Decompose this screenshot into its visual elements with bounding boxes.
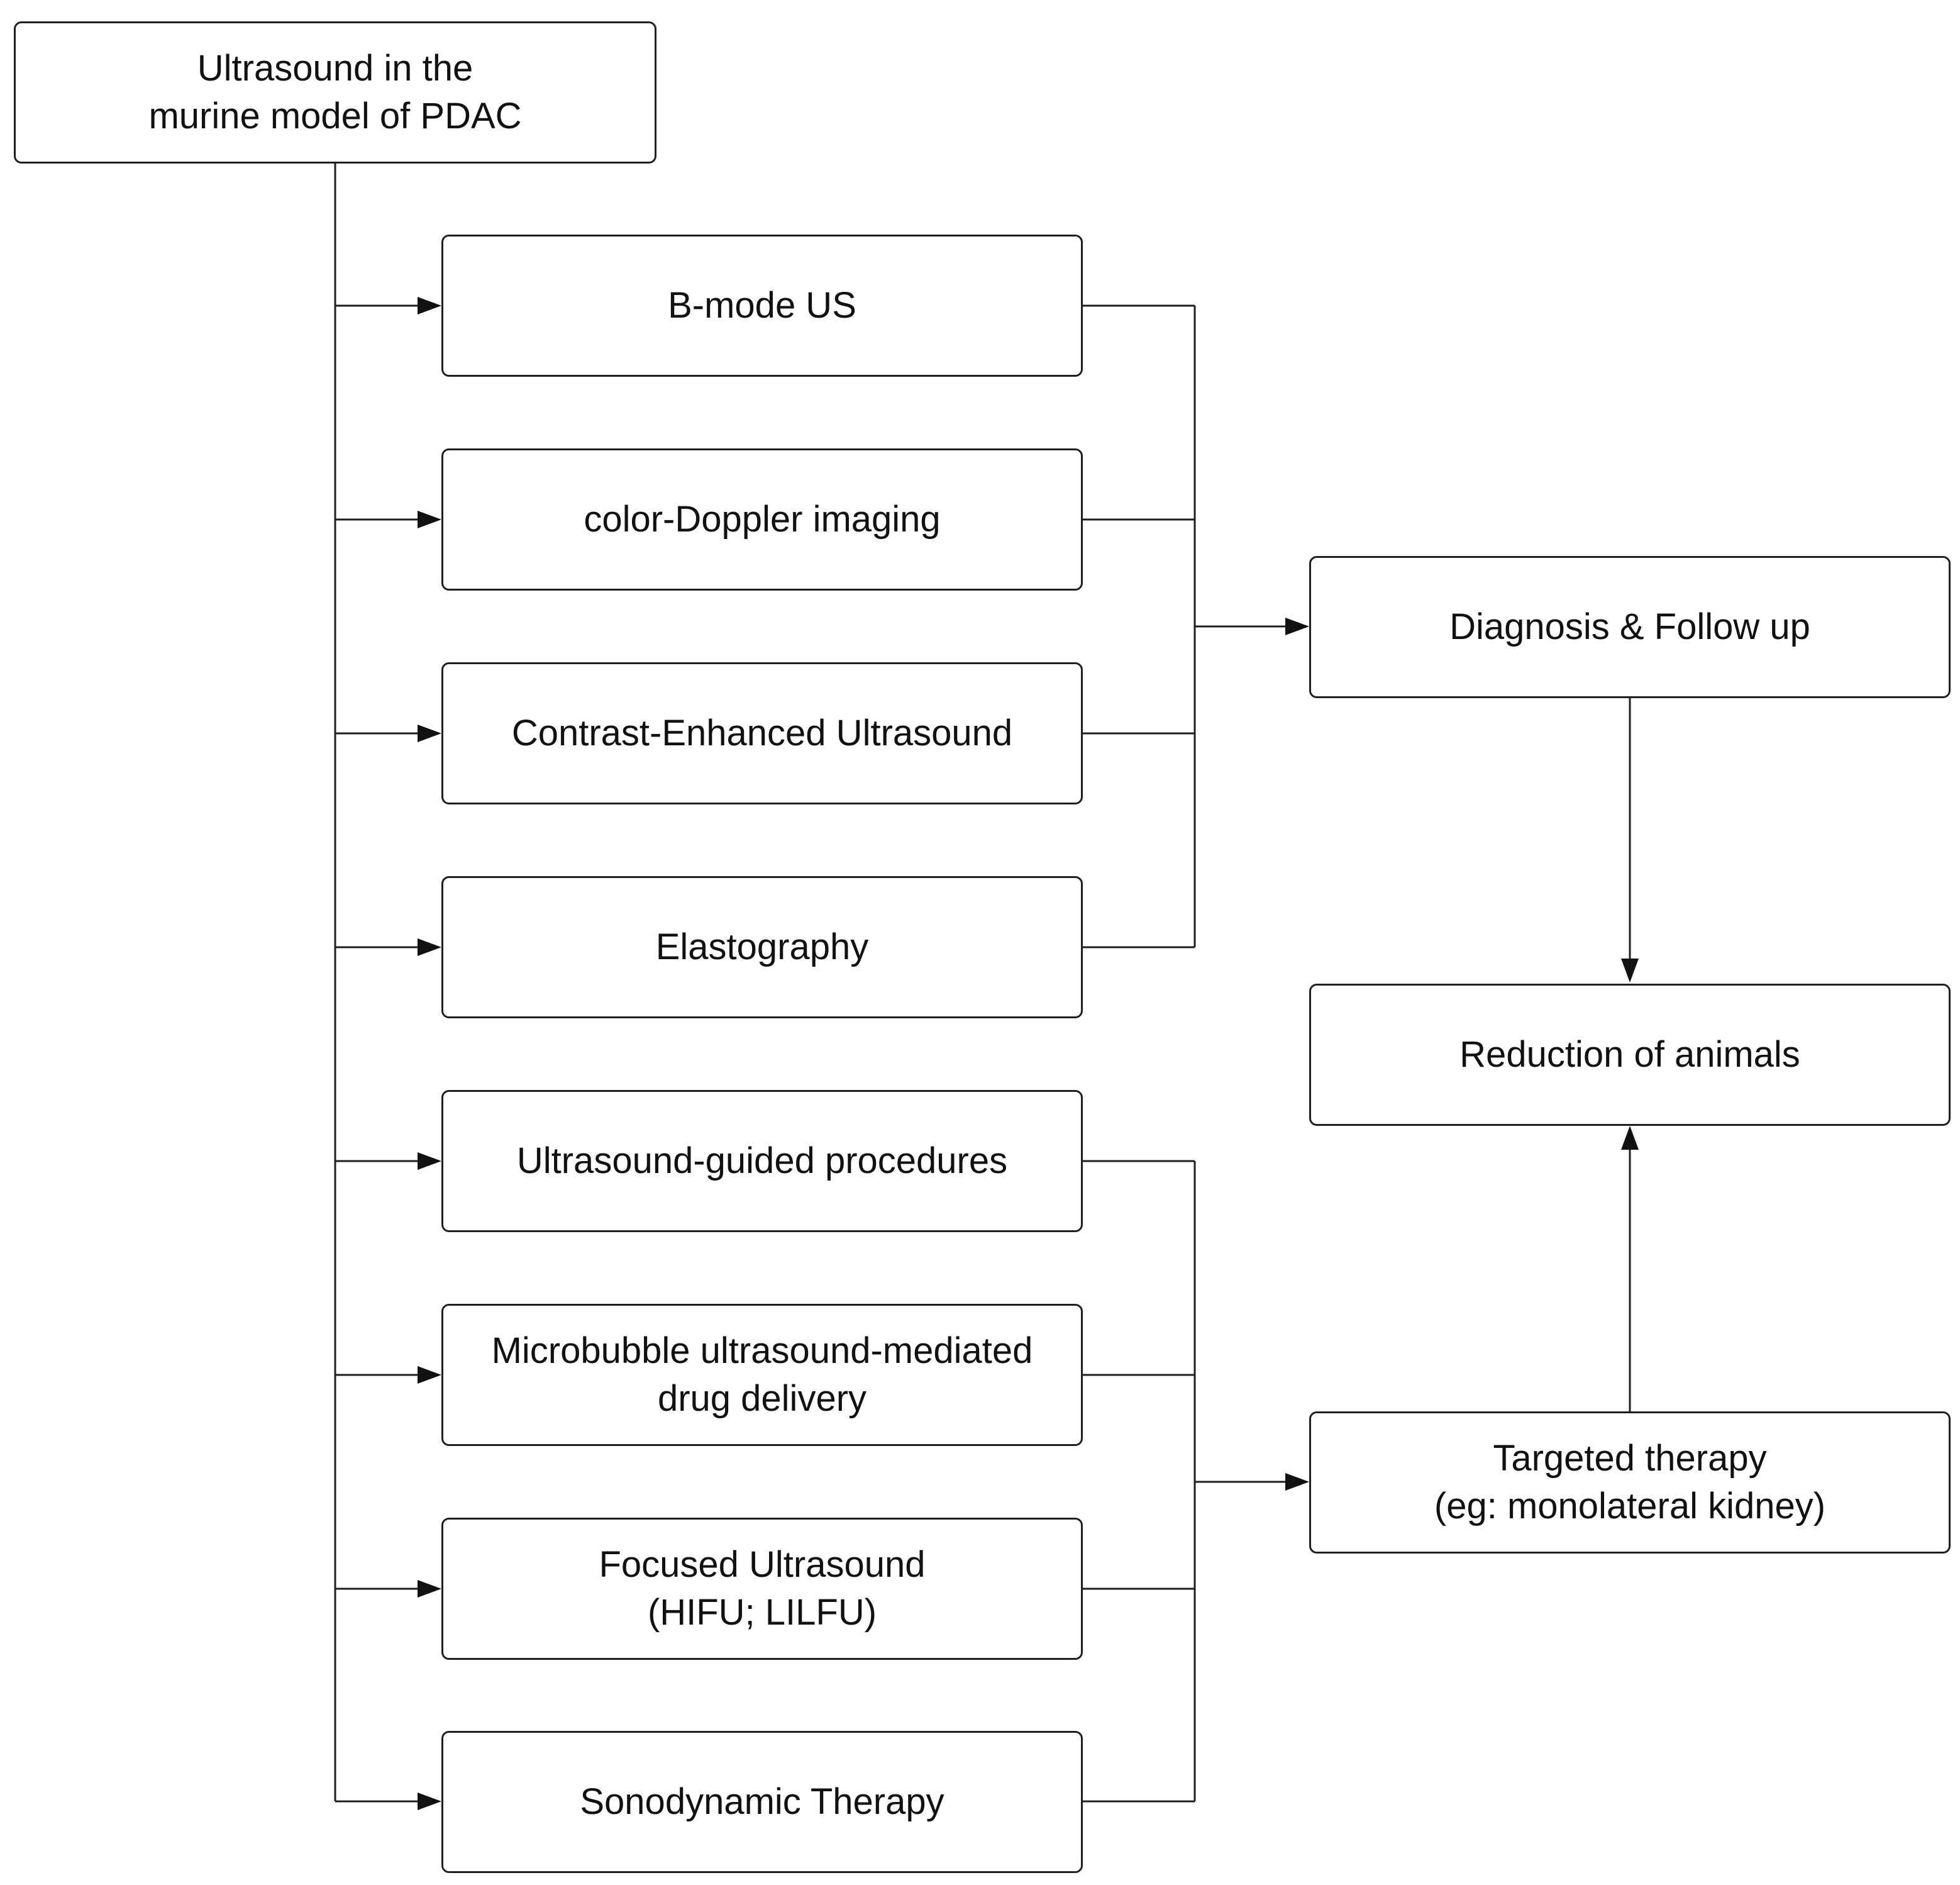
- ceus-label: Contrast-Enhanced Ultrasound: [511, 713, 1013, 753]
- elastography-label: Elastography: [655, 926, 869, 967]
- b-mode-us-box: B-mode US: [441, 235, 1083, 377]
- diagnosis-follow-up-label: Diagnosis & Follow up: [1449, 606, 1810, 647]
- targeted-therapy-line-1: Targeted therapy: [1493, 1438, 1767, 1479]
- arrowhead-sonodynamic: [418, 1793, 441, 1810]
- us-guided-procedures-box: Ultrasound-guided procedures: [441, 1090, 1083, 1232]
- arrowhead-targeted: [1285, 1473, 1309, 1491]
- reduction-of-animals-label: Reduction of animals: [1459, 1034, 1800, 1075]
- reduction-of-animals-box: Reduction of animals: [1309, 984, 1951, 1126]
- diagnosis-follow-up-box: Diagnosis & Follow up: [1309, 556, 1951, 698]
- targeted-therapy-box: Targeted therapy (eg: monolateral kidney…: [1309, 1411, 1951, 1554]
- color-doppler-box: color-Doppler imaging: [441, 448, 1083, 591]
- elastography-box: Elastography: [441, 876, 1083, 1018]
- arrowhead-reduction-bottom: [1621, 1126, 1639, 1150]
- sonodynamic-therapy-box: Sonodynamic Therapy: [441, 1731, 1083, 1873]
- focused-ultrasound-box: Focused Ultrasound (HIFU; LILFU): [441, 1518, 1083, 1660]
- focused-label-line-1: Focused Ultrasound: [599, 1544, 926, 1585]
- arrowhead-b-mode: [418, 297, 441, 314]
- arrowhead-reduction-top: [1621, 959, 1639, 982]
- targeted-therapy-line-2: (eg: monolateral kidney): [1434, 1486, 1826, 1526]
- root-line-1: Ultrasound in the: [197, 48, 473, 89]
- arrowhead-diagnosis: [1285, 618, 1309, 635]
- arrowhead-us-guided: [418, 1152, 441, 1170]
- arrowhead-elastography: [418, 938, 441, 956]
- us-guided-procedures-label: Ultrasound-guided procedures: [516, 1140, 1008, 1181]
- arrowhead-color-doppler: [418, 511, 441, 528]
- root-line-2: murine model of PDAC: [148, 96, 522, 136]
- arrowhead-focused: [418, 1580, 441, 1598]
- root-box: Ultrasound in the murine model of PDAC: [14, 21, 656, 164]
- color-doppler-label: color-Doppler imaging: [584, 499, 941, 540]
- arrowhead-ceus: [418, 725, 441, 742]
- sonodynamic-therapy-label: Sonodynamic Therapy: [580, 1781, 944, 1822]
- focused-label-line-2: (HIFU; LILFU): [647, 1592, 877, 1633]
- arrowhead-microbubble: [418, 1366, 441, 1384]
- microbubble-label-line-1: Microbubble ultrasound-mediated: [491, 1330, 1033, 1371]
- microbubble-drug-delivery-box: Microbubble ultrasound-mediated drug del…: [441, 1304, 1083, 1446]
- microbubble-label-line-2: drug delivery: [657, 1378, 867, 1419]
- b-mode-us-label: B-mode US: [668, 285, 856, 326]
- ceus-box: Contrast-Enhanced Ultrasound: [441, 662, 1083, 804]
